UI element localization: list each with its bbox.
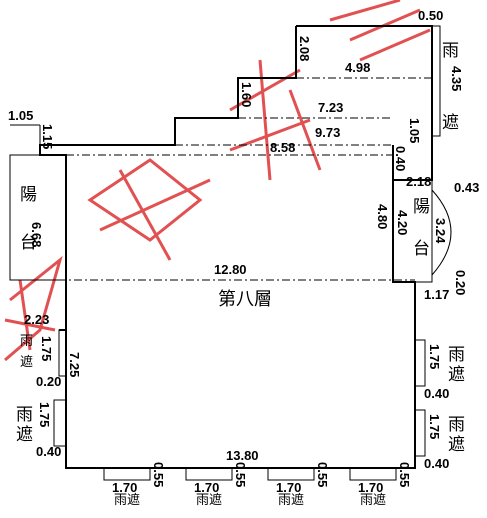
dim-right-bal-bottom: 0.20: [453, 270, 468, 295]
dim-right-bal-h1: 4.80: [375, 204, 390, 229]
dim-bottom-aw-d-1: 0.55: [151, 462, 166, 487]
awning-label-left2-1: 雨: [16, 405, 33, 425]
awning-label-bottom-4: 雨遮: [360, 492, 386, 508]
dim-left-gap: 0.20: [36, 374, 61, 389]
dim-step2-w: 7.23: [318, 100, 343, 115]
left-balcony-label: 陽: [20, 185, 37, 205]
dim-right-gap: 0.40: [393, 146, 408, 171]
dim-bottom-width: 13.80: [226, 448, 259, 463]
right-balcony-label-2: 台: [413, 239, 430, 259]
dim-left-step: 2.23: [24, 312, 49, 327]
dim-bottom-aw-w-3: 1.70: [276, 480, 301, 495]
awning-label-bottom-3: 雨遮: [278, 492, 304, 508]
awning-label-left1-2: 遮: [20, 354, 33, 370]
dim-step3-right: 1.05: [407, 118, 422, 143]
awning-label-bottom-1: 雨遮: [114, 492, 140, 508]
right-balcony-label: 陽: [413, 197, 430, 217]
dim-left-bal-depth: 6.68: [29, 222, 44, 247]
dim-bottom-aw-w-1: 1.70: [112, 480, 137, 495]
awning-label-bottom-2: 雨遮: [196, 492, 222, 508]
right-balcony: [392, 179, 452, 283]
awning-label-right1-2: 遮: [448, 365, 465, 385]
left-balcony: [9, 124, 67, 281]
floor-title: 第八層: [218, 289, 272, 310]
dim-left-aw2: 1.75: [37, 402, 52, 427]
dim-right-aw1: 1.75: [427, 344, 442, 369]
dim-right-step: 1.17: [424, 287, 449, 302]
dim-step4-w: 8.58: [270, 140, 295, 155]
awning-label-top-2: 遮: [442, 113, 459, 133]
dim-bottom-aw-d-4: 0.55: [397, 462, 412, 487]
dim-left-bal-w: 1.05: [8, 108, 33, 123]
dim-step2-h: 1.60: [239, 82, 254, 107]
dim-mid-width: 12.80: [214, 262, 247, 277]
dim-bottom-aw-d-3: 0.55: [315, 462, 330, 487]
dim-left-aw1: 1.75: [39, 336, 54, 361]
outer-wall: [39, 25, 433, 469]
awning-label-left1-1: 雨: [20, 334, 33, 349]
dim-left-bal-h: 1.15: [40, 124, 55, 149]
dim-step1-h: 2.08: [297, 36, 312, 61]
dim-left-aw2-w: 0.40: [36, 444, 61, 459]
awnings: [53, 25, 441, 481]
left-balcony-label-2: 台: [20, 233, 37, 253]
dim-right-bal-h2: 4.20: [395, 210, 410, 235]
dim-step1-w: 4.98: [345, 60, 370, 75]
dimension-labels: 0.50 4.35 2.08 4.98 1.60 7.23 9.73 1.05 …: [8, 8, 479, 495]
awning-label-right2-2: 遮: [448, 435, 465, 455]
dim-left-wall: 7.25: [67, 352, 82, 377]
awning-label-right1-1: 雨: [448, 345, 465, 365]
awning-label-top-1: 雨: [442, 41, 459, 61]
dim-top-awning-w: 0.50: [418, 8, 443, 23]
dim-right-aw2: 1.75: [427, 414, 442, 439]
dim-right-bal-w: 2.18: [406, 174, 431, 189]
dim-top-awning-h: 4.35: [449, 66, 464, 91]
awning-label-right2-1: 雨: [448, 415, 465, 435]
dim-step3-w: 9.73: [315, 125, 340, 140]
watermark: [4, 0, 431, 362]
awning-label-left2-2: 遮: [16, 425, 33, 445]
dim-bottom-aw-w-2: 1.70: [194, 480, 219, 495]
dashed-guides: [10, 77, 432, 281]
dim-bottom-aw-w-4: 1.70: [358, 480, 383, 495]
dim-right-aw1-w: 0.40: [424, 386, 449, 401]
dim-right-bal-arc: 0.43: [454, 180, 479, 195]
dim-bottom-aw-d-2: 0.55: [233, 462, 248, 487]
dim-right-bal-h3: 3.24: [433, 218, 448, 244]
dim-right-aw2-w: 0.40: [424, 456, 449, 471]
